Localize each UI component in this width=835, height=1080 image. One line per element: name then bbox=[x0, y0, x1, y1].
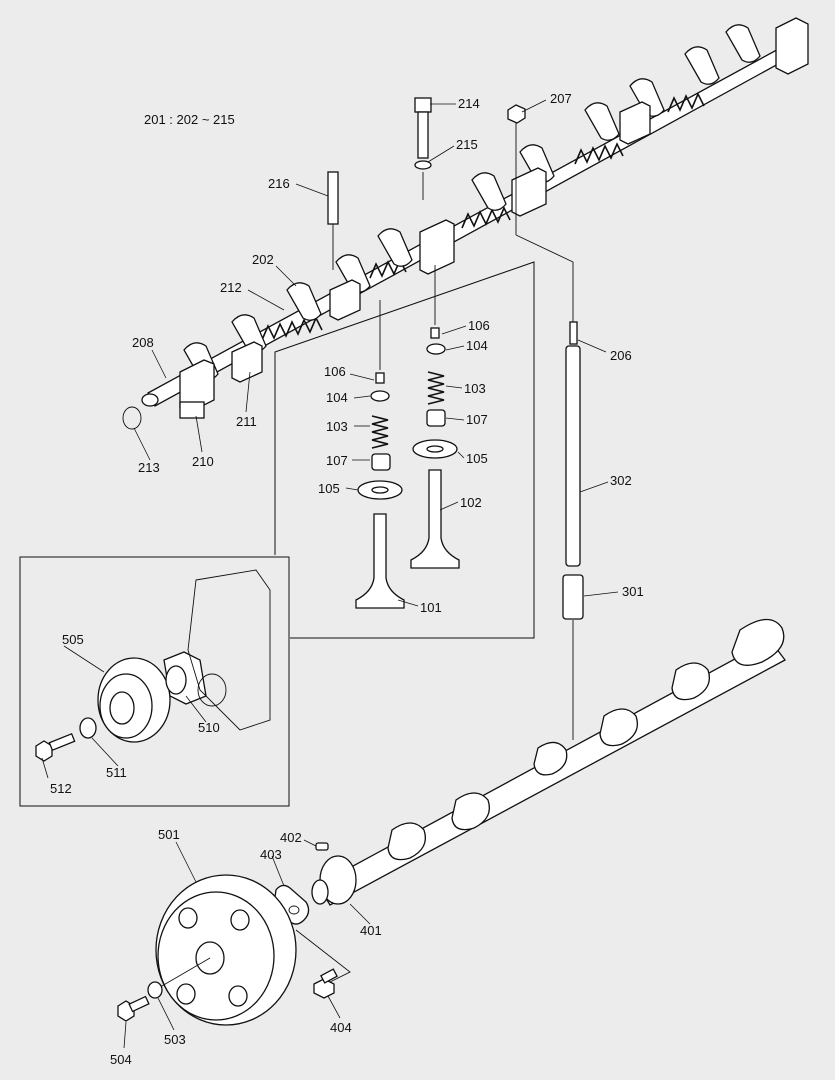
label-102: 102 bbox=[460, 495, 482, 510]
label-107b: 107 bbox=[466, 412, 488, 427]
label-206: 206 bbox=[610, 348, 632, 363]
label-215: 215 bbox=[456, 137, 478, 152]
label-103b: 103 bbox=[464, 381, 486, 396]
label-501: 501 bbox=[158, 827, 180, 842]
label-503: 503 bbox=[164, 1032, 186, 1047]
label-207: 207 bbox=[550, 91, 572, 106]
camshaft-401 bbox=[311, 618, 786, 906]
label-216: 216 bbox=[268, 176, 290, 191]
push-rod-302 bbox=[565, 321, 581, 567]
rocker-shaft-assembly bbox=[122, 17, 809, 430]
label-504: 504 bbox=[110, 1052, 132, 1067]
valve-detail-box bbox=[274, 261, 535, 639]
stud-216 bbox=[327, 171, 339, 270]
label-214: 214 bbox=[458, 96, 480, 111]
group-note: 201 : 202 ~ 215 bbox=[144, 112, 235, 127]
label-208: 208 bbox=[132, 335, 154, 350]
label-105b: 105 bbox=[466, 451, 488, 466]
leader-lines bbox=[41, 99, 619, 1049]
label-103a: 103 bbox=[326, 419, 348, 434]
label-104b: 104 bbox=[466, 338, 488, 353]
key-402 bbox=[315, 842, 329, 851]
label-210: 210 bbox=[192, 454, 214, 469]
washer-511 bbox=[79, 717, 97, 739]
label-512: 512 bbox=[50, 781, 72, 796]
bolt-214 bbox=[414, 97, 432, 159]
label-213: 213 bbox=[138, 460, 160, 475]
label-105a: 105 bbox=[318, 481, 340, 496]
bolt-404 bbox=[295, 929, 351, 999]
label-212: 212 bbox=[220, 280, 242, 295]
bolt-504 bbox=[117, 995, 150, 1022]
label-404: 404 bbox=[330, 1020, 352, 1035]
label-211: 211 bbox=[236, 414, 257, 429]
engine-block-outline bbox=[187, 569, 271, 731]
label-301: 301 bbox=[622, 584, 644, 599]
label-107a: 107 bbox=[326, 453, 348, 468]
label-505: 505 bbox=[62, 632, 84, 647]
label-106b: 106 bbox=[468, 318, 490, 333]
label-104a: 104 bbox=[326, 390, 348, 405]
cam-gear-501 bbox=[154, 874, 297, 1026]
idler-gear-detail-box bbox=[19, 556, 290, 807]
bolt-512 bbox=[35, 732, 76, 762]
label-106a: 106 bbox=[324, 364, 346, 379]
valve-parts bbox=[355, 265, 460, 609]
label-511: 511 bbox=[106, 765, 127, 780]
washer-215 bbox=[414, 160, 432, 200]
label-101: 101 bbox=[420, 600, 442, 615]
label-202: 202 bbox=[252, 252, 274, 267]
part-labels: 201 : 202 ~ 215 214 207 215 216 202 212 … bbox=[50, 91, 644, 1067]
idler-shaft-510 bbox=[163, 651, 207, 705]
nut-207 bbox=[507, 104, 526, 235]
label-402: 402 bbox=[280, 830, 302, 845]
label-401: 401 bbox=[360, 923, 382, 938]
push-rod-adjust-line bbox=[515, 234, 574, 330]
idler-gear-505 bbox=[97, 657, 171, 743]
label-403: 403 bbox=[260, 847, 282, 862]
label-510: 510 bbox=[198, 720, 220, 735]
tappet-301 bbox=[562, 574, 584, 740]
washer-503 bbox=[147, 981, 163, 999]
label-302: 302 bbox=[610, 473, 632, 488]
